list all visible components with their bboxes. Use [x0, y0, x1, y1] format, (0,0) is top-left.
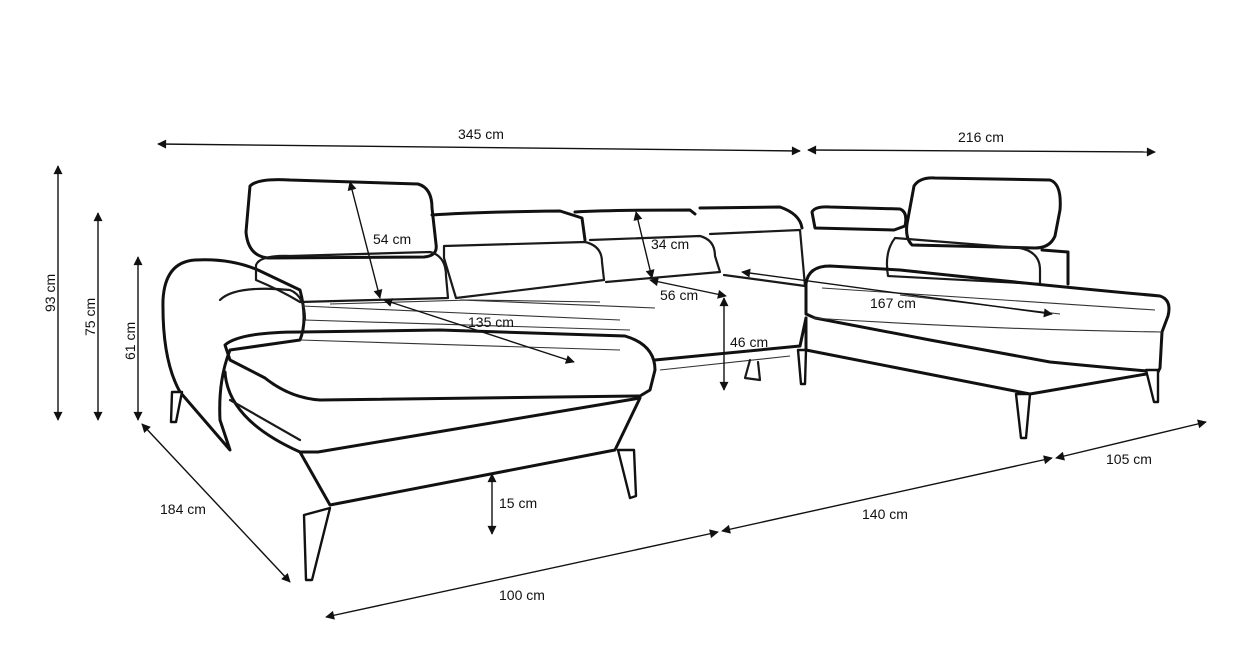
dim-105: [1055, 419, 1207, 461]
leg-middle-back: [796, 348, 808, 386]
label-front-middle: 140 cm: [862, 506, 908, 522]
label-front-right: 105 cm: [1106, 451, 1152, 467]
leg-left-back: [169, 390, 184, 424]
dim-135: [383, 298, 575, 364]
label-front-left: 100 cm: [499, 587, 545, 603]
label-leg-height: 15 cm: [499, 495, 537, 511]
dim-56: [649, 277, 727, 299]
label-right-chaise-length: 167 cm: [870, 295, 916, 311]
dim-216: [807, 145, 1156, 157]
right-armpanel: [1040, 248, 1070, 286]
label-right-width: 216 cm: [958, 129, 1004, 145]
dim-54: [347, 181, 383, 299]
label-total-height: 93 cm: [42, 274, 58, 312]
leg-middle-front: [616, 448, 638, 500]
dimension-lines: [53, 139, 1207, 620]
right-backrest-top: [810, 205, 908, 232]
leg-right-back: [1144, 368, 1160, 404]
label-headrest-height: 54 cm: [373, 231, 411, 247]
right-headrest: [905, 176, 1062, 250]
right-base: [804, 316, 1160, 396]
dim-34: [633, 211, 655, 279]
dim-345: [157, 139, 801, 156]
label-seat-height: 46 cm: [730, 334, 768, 350]
left-armrest: [161, 258, 306, 452]
leg-right-front: [1014, 392, 1032, 440]
dimension-labels: 345 cm 216 cm 93 cm 75 cm 61 cm 184 cm 5…: [42, 126, 1152, 603]
right-chaise: [804, 264, 1171, 374]
middle-base: [653, 316, 808, 362]
dim-140: [721, 455, 1053, 534]
leg-left-front: [302, 506, 332, 582]
label-total-width: 345 cm: [458, 126, 504, 142]
left-headrest: [244, 178, 438, 260]
left-base: [223, 370, 642, 507]
middle-cushions: [442, 228, 807, 300]
dim-184: [141, 423, 291, 583]
left-chaise: [223, 328, 657, 402]
middle-backrest-top: [430, 205, 804, 242]
label-headrest-depth: 34 cm: [651, 236, 689, 252]
label-armrest-height: 61 cm: [122, 322, 138, 360]
label-left-depth: 184 cm: [160, 501, 206, 517]
sleep-mechanism: [743, 358, 762, 382]
label-chaise-length: 135 cm: [468, 314, 514, 330]
label-seat-depth: 56 cm: [660, 287, 698, 303]
left-back-cushion: [254, 250, 450, 304]
label-backrest-height: 75 cm: [82, 298, 98, 336]
dim-167: [741, 268, 1053, 318]
dim-100: [325, 529, 719, 620]
